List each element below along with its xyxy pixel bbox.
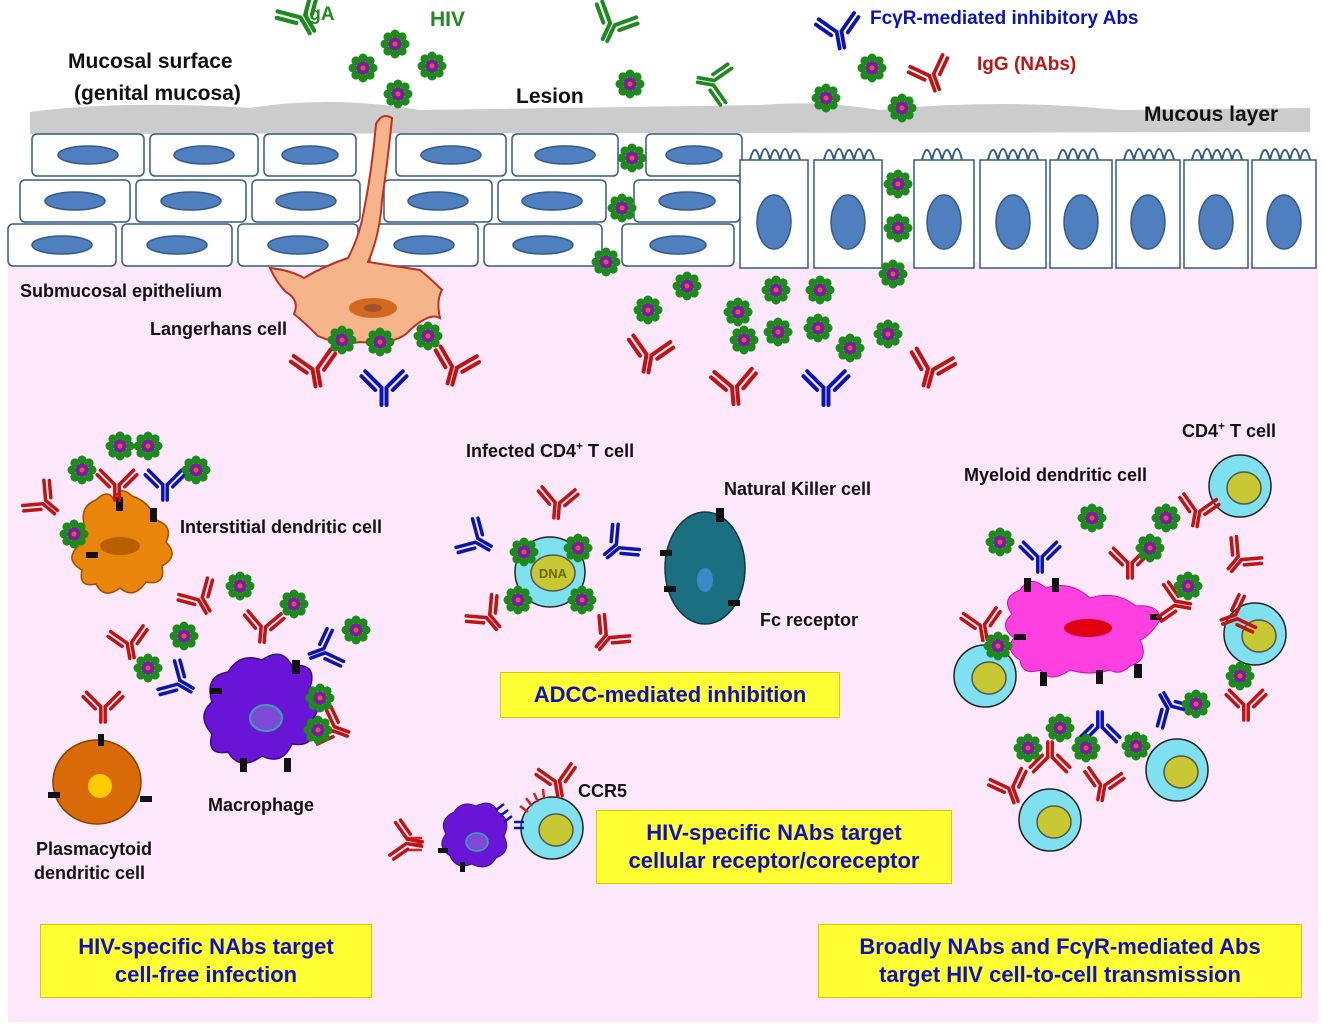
infected-cd4-text: Infected CD4	[466, 441, 577, 461]
adcc-text: ADCC-mediated inhibition	[533, 682, 807, 707]
mucous-layer-label: Mucous layer	[1144, 103, 1279, 126]
plasmacytoid-dendritic-cell	[52, 739, 142, 825]
cd4-t-text: T cell	[1225, 421, 1277, 441]
celltocell-box: Broadly NAbs and FcγR-mediated Abs targe…	[818, 924, 1302, 998]
celltocell-text-2: target HIV cell-to-cell transmission	[879, 962, 1241, 987]
mucosal-surface-label: Mucosal surface	[68, 50, 233, 73]
cd4-text: CD4	[1182, 421, 1219, 441]
infected-cd4-label: Infected CD4+ T cell	[466, 440, 634, 462]
fc-receptor-label: Fc receptor	[760, 610, 859, 630]
coreceptor-box: HIV-specific NAbs target cellular recept…	[596, 810, 952, 884]
celltocell-text-1: Broadly NAbs and FcγR-mediated Abs	[859, 934, 1261, 959]
small-macrophage	[441, 802, 508, 868]
squamous-epithelium	[7, 133, 743, 267]
submucosal-label: Submucosal epithelium	[20, 281, 223, 301]
ccr5-label: CCR5	[578, 781, 628, 801]
cellfree-text-2: cell-free infection	[114, 962, 298, 987]
mucous-layer	[30, 101, 1310, 134]
ccr5-coreceptors	[408, 788, 546, 852]
infected-cd4-t-text: T cell	[583, 441, 635, 461]
interstitial-dendritic-cell	[71, 490, 173, 594]
genital-mucosa-label: (genital mucosa)	[74, 82, 241, 105]
infected-cd4-sup: +	[576, 439, 584, 453]
cd4-t-cell-label: CD4+ T cell	[1182, 420, 1276, 442]
fcgr-abs-label: FcγR-mediated inhibitory Abs	[870, 8, 1139, 29]
iga-antibodies	[274, 0, 735, 108]
hiv-label: HIV	[430, 8, 466, 31]
macrophage-label: Macrophage	[208, 795, 315, 815]
cellfree-text-1: HIV-specific NAbs target	[78, 934, 334, 959]
interstitial-dc-label: Interstitial dendritic cell	[180, 517, 383, 537]
myeloid-dc-label: Myeloid dendritic cell	[964, 465, 1148, 485]
coreceptor-text-2: cellular receptor/coreceptor	[628, 848, 920, 873]
fc-receptors	[48, 497, 1162, 872]
plasmacytoid-label: Plasmacytoid	[36, 839, 153, 859]
adcc-box: ADCC-mediated inhibition	[500, 672, 840, 718]
plasmacytoid-label-line2: dendritic cell	[34, 863, 146, 883]
langerhans-label: Langerhans cell	[150, 319, 288, 339]
coreceptor-text-1: HIV-specific NAbs target	[646, 820, 902, 845]
dna-text: DNA	[539, 566, 568, 581]
igg-nabs-label: IgG (NAbs)	[977, 54, 1077, 75]
nk-cell-label: Natural Killer cell	[724, 479, 872, 499]
macrophage	[203, 653, 319, 764]
natural-killer-cell	[664, 511, 746, 625]
cellfree-box: HIV-specific NAbs target cell-free infec…	[40, 924, 372, 998]
lesion-label: Lesion	[516, 85, 584, 108]
myeloid-dendritic-cell	[1005, 581, 1161, 678]
columnar-epithelium	[739, 148, 1317, 269]
cd4-sup: +	[1218, 419, 1226, 433]
iga-label: IgA	[304, 4, 335, 25]
